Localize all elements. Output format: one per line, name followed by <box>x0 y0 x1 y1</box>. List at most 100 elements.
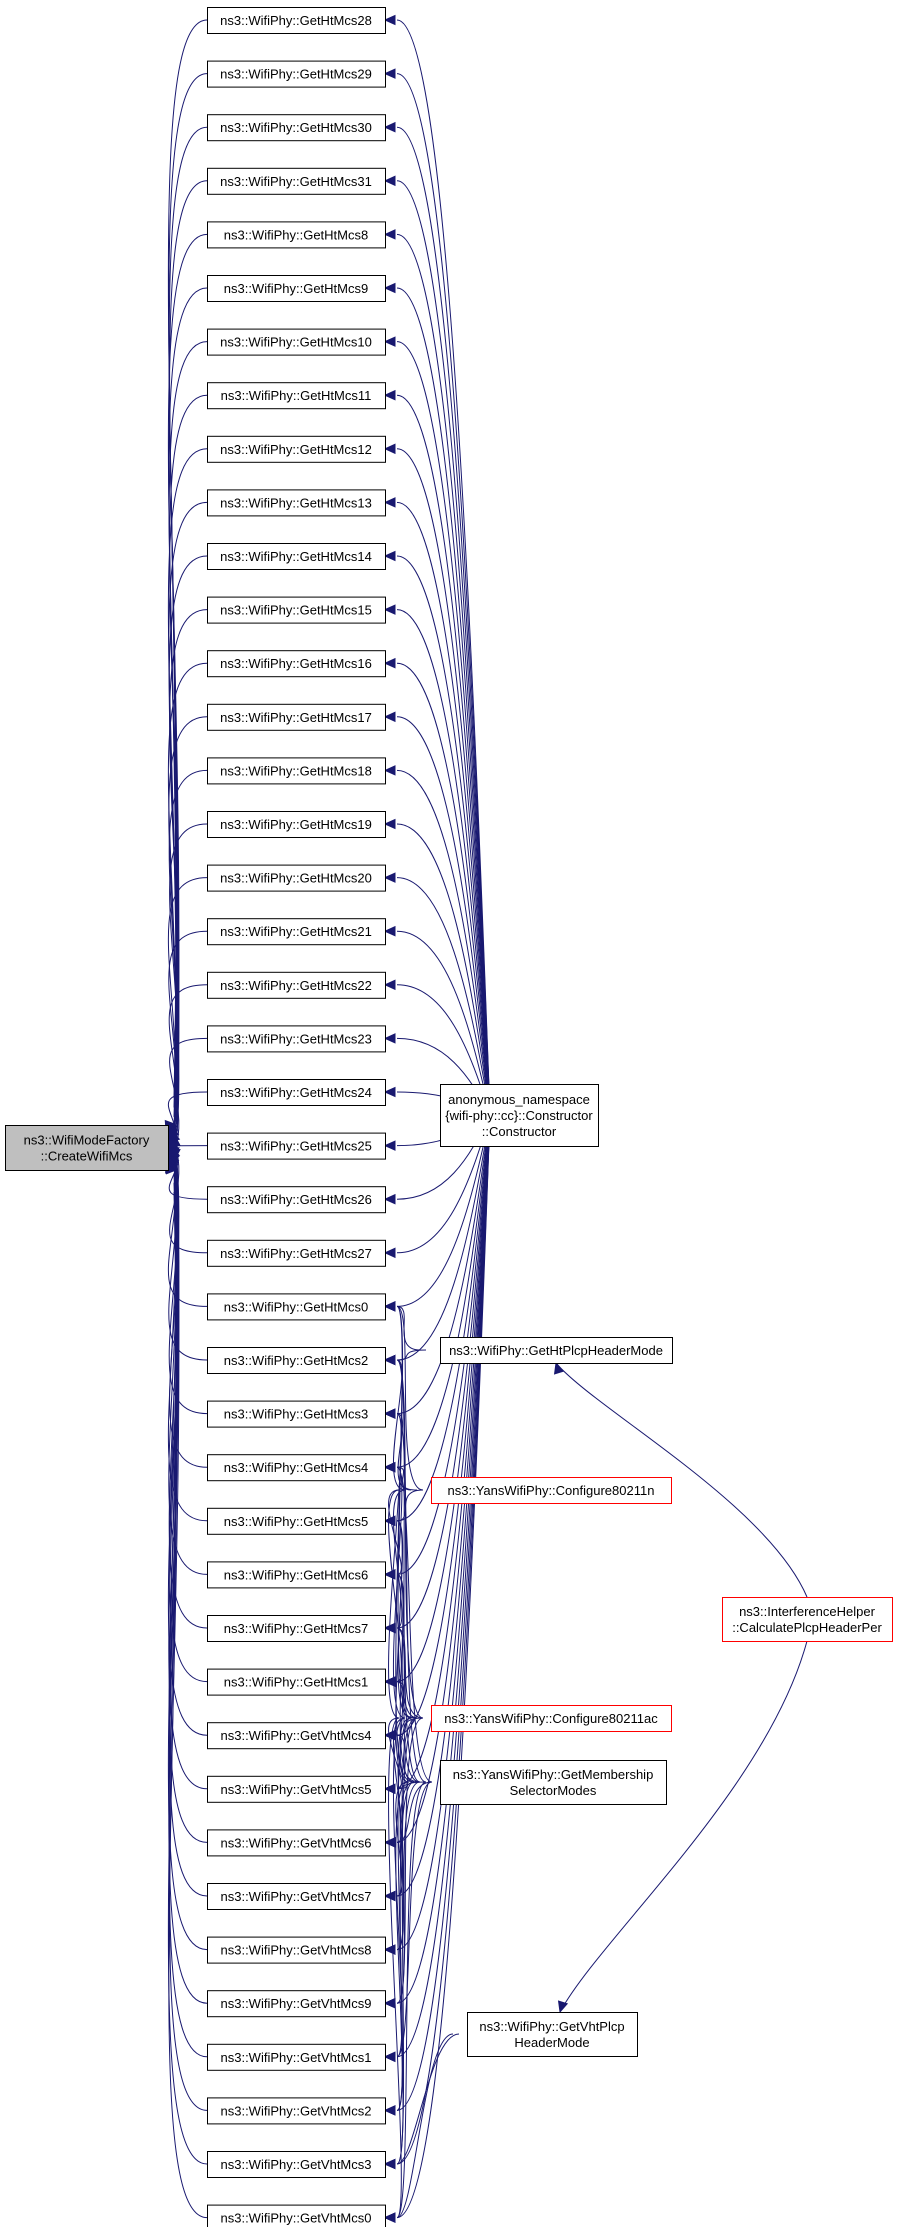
edge-anon-to-vht8 <box>396 1114 491 1951</box>
arrow-anon-to-ht22 <box>383 979 396 991</box>
node-ht15[interactable]: ns3::WifiPhy::GetHtMcs15 <box>207 596 386 624</box>
node-cfg11ac[interactable]: ns3::YansWifiPhy::Configure80211ac <box>431 1705 672 1732</box>
node-calcPer[interactable]: ns3::InterferenceHelper::CalculatePlcpHe… <box>722 1597 893 1642</box>
node-ht11-box <box>207 382 386 410</box>
node-cfg11ac-label-0: ns3::YansWifiPhy::Configure80211ac <box>444 1711 658 1726</box>
node-ht8-box <box>207 221 386 249</box>
node-ht30[interactable]: ns3::WifiPhy::GetHtMcs30 <box>207 114 386 142</box>
node-ht0[interactable]: ns3::WifiPhy::GetHtMcs0 <box>207 1293 386 1321</box>
edge-getMem-to-ht7 <box>396 1627 421 1783</box>
node-ht0-label-0: ns3::WifiPhy::GetHtMcs0 <box>224 1299 368 1314</box>
node-htPlcp[interactable]: ns3::WifiPhy::GetHtPlcpHeaderMode <box>440 1337 673 1364</box>
node-vht2-label-0: ns3::WifiPhy::GetVhtMcs2 <box>221 2103 372 2118</box>
node-ht19[interactable]: ns3::WifiPhy::GetHtMcs19 <box>207 811 386 838</box>
node-vht0[interactable]: ns3::WifiPhy::GetVhtMcs0 <box>207 2204 386 2227</box>
node-getMem-label-1: SelectorModes <box>510 1783 597 1798</box>
node-ht24[interactable]: ns3::WifiPhy::GetHtMcs24 <box>207 1079 386 1106</box>
node-ht20-label-0: ns3::WifiPhy::GetHtMcs20 <box>220 871 372 886</box>
arrow-getMem-to-ht6 <box>383 1569 396 1580</box>
node-vht9-label-0: ns3::WifiPhy::GetVhtMcs9 <box>221 1996 372 2011</box>
edge-anon-to-ht31 <box>396 180 491 1116</box>
node-ht22[interactable]: ns3::WifiPhy::GetHtMcs22 <box>207 971 386 999</box>
node-vht4-box <box>207 1722 386 1750</box>
node-ht5[interactable]: ns3::WifiPhy::GetHtMcs5 <box>207 1507 386 1535</box>
node-vht8[interactable]: ns3::WifiPhy::GetVhtMcs8 <box>207 1936 386 1964</box>
node-vht3[interactable]: ns3::WifiPhy::GetVhtMcs3 <box>207 2151 386 2178</box>
node-anon[interactable]: anonymous_namespace{wifi-phy::cc}::Const… <box>440 1084 599 1147</box>
node-vht7[interactable]: ns3::WifiPhy::GetVhtMcs7 <box>207 1883 386 1910</box>
node-vht1[interactable]: ns3::WifiPhy::GetVhtMcs1 <box>207 2043 386 2071</box>
node-ht13[interactable]: ns3::WifiPhy::GetHtMcs13 <box>207 489 386 517</box>
node-ht18[interactable]: ns3::WifiPhy::GetHtMcs18 <box>207 757 386 785</box>
node-ht21[interactable]: ns3::WifiPhy::GetHtMcs21 <box>207 918 386 946</box>
node-ht8[interactable]: ns3::WifiPhy::GetHtMcs8 <box>207 221 386 249</box>
arrow-anon-to-ht11 <box>383 389 396 401</box>
edge-getMem-to-vht7 <box>395 1781 409 1897</box>
node-ht1[interactable]: ns3::WifiPhy::GetHtMcs1 <box>207 1668 386 1696</box>
node-ht26-box <box>207 1186 386 1214</box>
node-ht4-box <box>207 1454 386 1482</box>
node-ht5-label-0: ns3::WifiPhy::GetHtMcs5 <box>224 1514 368 1529</box>
node-ht2[interactable]: ns3::WifiPhy::GetHtMcs2 <box>207 1347 386 1374</box>
node-vht4[interactable]: ns3::WifiPhy::GetVhtMcs4 <box>207 1722 386 1750</box>
edge-anon-to-ht5 <box>396 1114 491 1522</box>
edge-anon-to-ht2 <box>396 1114 491 1361</box>
node-ht27-label-0: ns3::WifiPhy::GetHtMcs27 <box>220 1246 372 1261</box>
node-ht9[interactable]: ns3::WifiPhy::GetHtMcs9 <box>207 275 386 302</box>
node-ht25[interactable]: ns3::WifiPhy::GetHtMcs25 <box>207 1132 386 1160</box>
arrow-anon-to-ht12 <box>383 443 396 455</box>
node-ht14[interactable]: ns3::WifiPhy::GetHtMcs14 <box>207 543 386 570</box>
node-ht6[interactable]: ns3::WifiPhy::GetHtMcs6 <box>207 1561 386 1589</box>
node-ht31[interactable]: ns3::WifiPhy::GetHtMcs31 <box>207 167 386 195</box>
node-ht28[interactable]: ns3::WifiPhy::GetHtMcs28 <box>207 7 386 34</box>
node-ht16[interactable]: ns3::WifiPhy::GetHtMcs16 <box>207 650 386 678</box>
node-vht6[interactable]: ns3::WifiPhy::GetVhtMcs6 <box>207 1829 386 1857</box>
edge-cfg11n-to-ht0 <box>396 1305 424 1491</box>
node-ht23[interactable]: ns3::WifiPhy::GetHtMcs23 <box>207 1025 386 1053</box>
edge-vhtPlcp-to-vht3 <box>396 2033 460 2165</box>
node-calcPer-label-0: ns3::InterferenceHelper <box>739 1604 876 1619</box>
node-ht31-label-0: ns3::WifiPhy::GetHtMcs31 <box>220 174 372 189</box>
node-getMem-label-0: ns3::YansWifiPhy::GetMembership <box>453 1767 654 1782</box>
node-ht7[interactable]: ns3::WifiPhy::GetHtMcs7 <box>207 1615 386 1642</box>
arrow-calcPer-to-vhtPlcp <box>557 2000 569 2014</box>
node-ht29[interactable]: ns3::WifiPhy::GetHtMcs29 <box>207 60 386 88</box>
node-anon-box <box>440 1084 599 1147</box>
edge-getMem-to-vht3 <box>396 1781 415 2165</box>
node-ht3-box <box>207 1400 386 1428</box>
edge-cfg11n-to-ht2 <box>392 1359 406 1491</box>
node-ht25-label-0: ns3::WifiPhy::GetHtMcs25 <box>220 1139 372 1154</box>
node-vht8-label-0: ns3::WifiPhy::GetVhtMcs8 <box>221 1943 372 1958</box>
node-ht12[interactable]: ns3::WifiPhy::GetHtMcs12 <box>207 435 386 463</box>
edge-ht24-to-createWifiMcs <box>167 1091 208 1146</box>
node-ht11-label-0: ns3::WifiPhy::GetHtMcs11 <box>221 388 372 403</box>
node-ht11[interactable]: ns3::WifiPhy::GetHtMcs11 <box>207 382 386 410</box>
node-ht30-box <box>207 114 386 142</box>
node-ht17[interactable]: ns3::WifiPhy::GetHtMcs17 <box>207 703 386 731</box>
arrow-getMem-to-vht4 <box>383 1729 396 1741</box>
arrow-getMem-to-vht9 <box>383 1997 396 2009</box>
node-getMem[interactable]: ns3::YansWifiPhy::GetMembershipSelectorM… <box>440 1760 667 1805</box>
node-ht27[interactable]: ns3::WifiPhy::GetHtMcs27 <box>207 1239 386 1267</box>
node-vht4-label-0: ns3::WifiPhy::GetVhtMcs4 <box>221 1728 372 1743</box>
node-cfg11n[interactable]: ns3::YansWifiPhy::Configure80211n <box>431 1477 672 1504</box>
arrow-anon-to-ht24 <box>383 1086 396 1098</box>
node-createWifiMcs[interactable]: ns3::WifiModeFactory::CreateWifiMcs <box>5 1125 169 1171</box>
node-ht9-label-0: ns3::WifiPhy::GetHtMcs9 <box>224 281 368 296</box>
node-anon-label-2: ::Constructor <box>482 1124 557 1139</box>
arrow-anon-to-ht8 <box>383 229 396 240</box>
node-ht10[interactable]: ns3::WifiPhy::GetHtMcs10 <box>207 328 386 356</box>
node-vht2[interactable]: ns3::WifiPhy::GetVhtMcs2 <box>207 2097 386 2125</box>
node-ht4-label-0: ns3::WifiPhy::GetHtMcs4 <box>224 1460 368 1475</box>
node-vht5[interactable]: ns3::WifiPhy::GetVhtMcs5 <box>207 1775 386 1803</box>
node-ht4[interactable]: ns3::WifiPhy::GetHtMcs4 <box>207 1454 386 1482</box>
node-ht13-box <box>207 489 386 517</box>
edge-anon-to-ht6 <box>396 1114 491 1575</box>
node-vht9[interactable]: ns3::WifiPhy::GetVhtMcs9 <box>207 1990 386 2018</box>
node-ht3[interactable]: ns3::WifiPhy::GetHtMcs3 <box>207 1400 386 1428</box>
node-ht20[interactable]: ns3::WifiPhy::GetHtMcs20 <box>207 864 386 892</box>
node-ht26[interactable]: ns3::WifiPhy::GetHtMcs26 <box>207 1186 386 1214</box>
node-ht25-box <box>207 1132 386 1160</box>
